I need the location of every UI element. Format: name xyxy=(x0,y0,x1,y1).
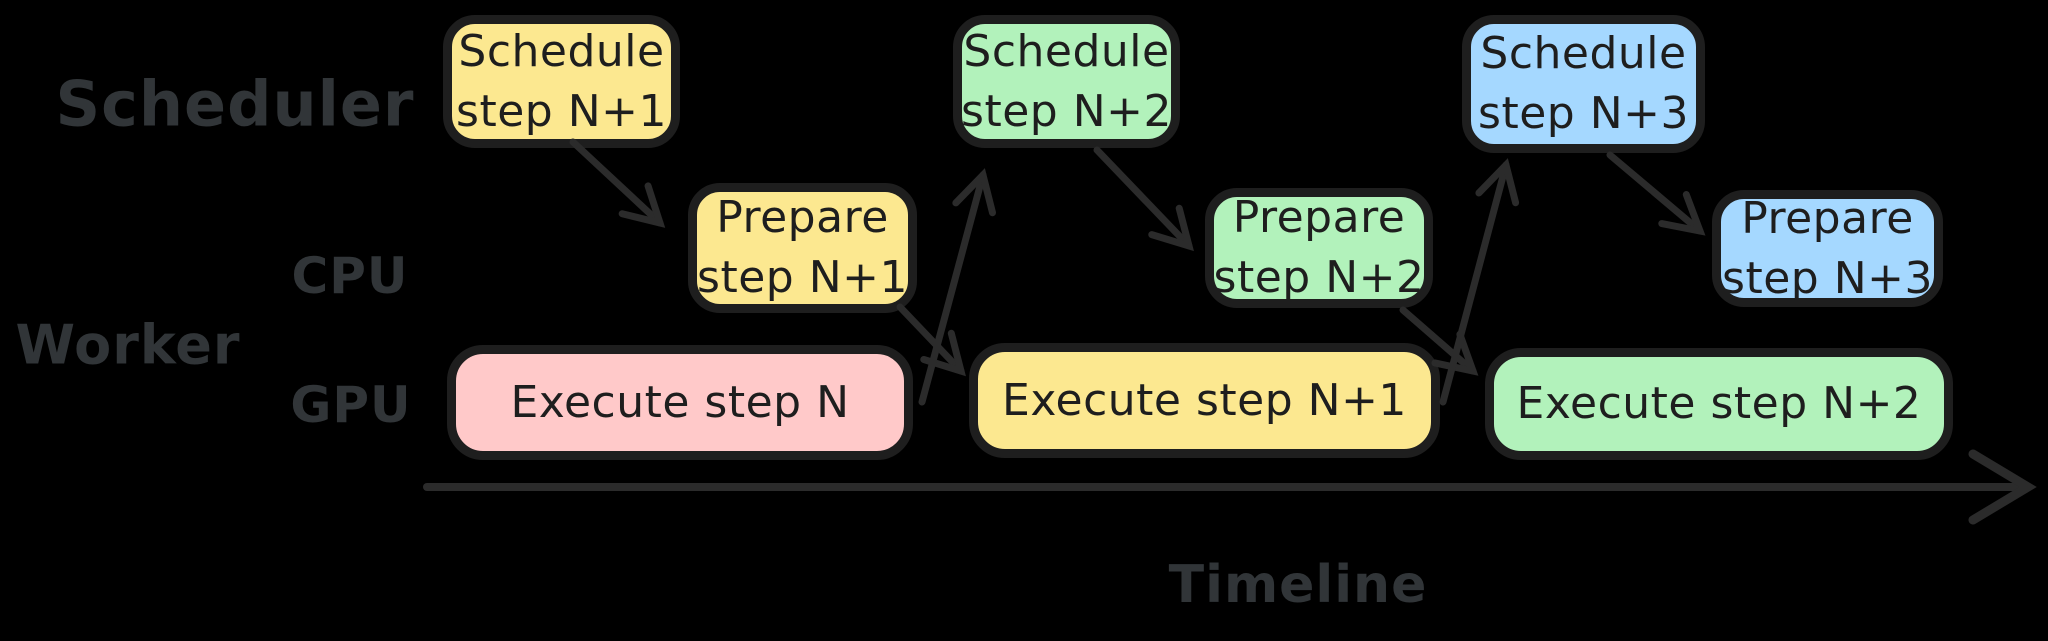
box-label-line2: step N+1 xyxy=(697,252,908,303)
box-label-line1: Prepare xyxy=(1741,192,1914,244)
box-schedule-step-n3: Schedule step N+3 xyxy=(1462,15,1705,153)
arrow-schedule-n1-to-prepare-n1 xyxy=(569,138,666,228)
box-label-line2: step N+3 xyxy=(1722,252,1933,304)
arrow-schedule-n3-to-prepare-n3 xyxy=(1606,151,1706,236)
box-label-line1: Prepare xyxy=(1232,192,1406,243)
box-execute-step-n: Execute step N xyxy=(447,345,913,460)
row-label-scheduler: Scheduler xyxy=(55,67,415,141)
box-prepare-step-n3: Prepare step N+3 xyxy=(1712,190,1943,307)
timeline-axis-label: Timeline xyxy=(1168,555,1428,615)
row-label-gpu: GPU xyxy=(290,376,412,434)
box-execute-step-n1: Execute step N+1 xyxy=(969,343,1440,458)
box-label: Execute step N xyxy=(510,376,850,428)
box-label-line1: Schedule xyxy=(458,25,665,77)
box-label-line2: step N+3 xyxy=(1478,88,1689,139)
arrow-prepare-n1-to-execute-n1 xyxy=(896,303,966,377)
box-label-line2: step N+1 xyxy=(456,85,667,137)
box-prepare-step-n1: Prepare step N+1 xyxy=(688,183,917,313)
box-label-line1: Schedule xyxy=(1480,28,1687,79)
box-label: Execute step N+1 xyxy=(1002,374,1407,426)
arrow-schedule-n2-to-prepare-n2 xyxy=(1093,146,1194,252)
box-schedule-step-n2: Schedule step N+2 xyxy=(953,15,1180,148)
box-execute-step-n2: Execute step N+2 xyxy=(1485,348,1953,460)
box-label-line2: step N+2 xyxy=(961,85,1172,137)
box-label-line2: step N+2 xyxy=(1213,252,1425,303)
row-label-worker: Worker xyxy=(15,313,241,377)
box-label-line1: Schedule xyxy=(963,25,1170,77)
box-label: Execute step N+2 xyxy=(1516,378,1922,429)
row-label-cpu: CPU xyxy=(291,247,409,305)
box-schedule-step-n1: Schedule step N+1 xyxy=(443,15,680,148)
box-prepare-step-n2: Prepare step N+2 xyxy=(1205,188,1433,308)
box-label-line1: Prepare xyxy=(716,192,889,243)
